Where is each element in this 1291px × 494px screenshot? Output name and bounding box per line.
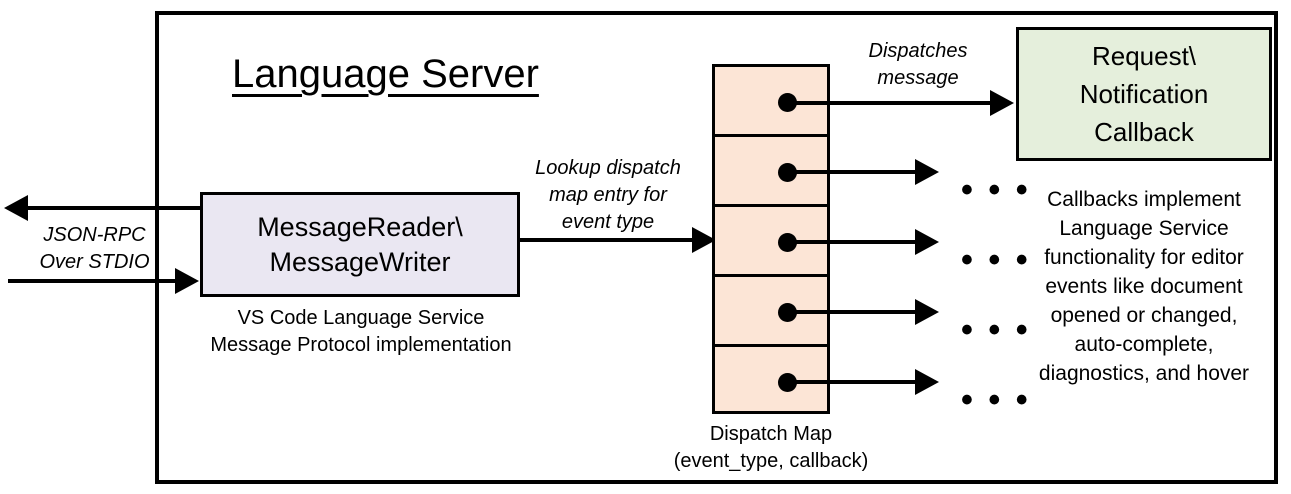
callbacks-description-caption: Callbacks implement Language Service fun…: [1038, 188, 1250, 385]
arrowhead-dispatch-row5: [915, 369, 939, 395]
dispatch-map-table[interactable]: [712, 64, 830, 414]
message-reader-writer-caption: VS Code Language Service Message Protoco…: [210, 307, 512, 356]
edge-label-dispatches: Dispatches message: [868, 40, 968, 89]
connector-outbound-line: [26, 206, 202, 210]
ellipsis-row5: • • •: [961, 381, 1031, 419]
connector-inbound-line: [8, 279, 178, 283]
arrowhead-dispatch-row3: [915, 229, 939, 255]
arrowhead-dispatch-row4: [915, 299, 939, 325]
arrowhead-outbound: [4, 195, 28, 221]
edge-label-json-rpc: JSON-RPC Over STDIO: [39, 224, 150, 273]
connector-dispatch-row3-line: [787, 240, 921, 244]
connector-dispatch-row2-line: [787, 170, 921, 174]
arrowhead-dispatch-row1: [990, 90, 1014, 116]
language-server-container: [155, 11, 1278, 484]
connector-lookup-line: [519, 238, 699, 242]
request-notification-callback-box[interactable]: Request\ Notification Callback: [1016, 27, 1272, 161]
connector-dispatch-row5-line: [787, 380, 921, 384]
arrowhead-inbound: [175, 268, 199, 294]
connector-dispatch-row4-line: [787, 310, 921, 314]
dispatch-map-caption: Dispatch Map (event_type, callback): [673, 423, 869, 472]
message-reader-writer-box[interactable]: MessageReader\ MessageWriter: [200, 192, 520, 297]
page-title: Language Server: [232, 52, 539, 96]
request-notification-callback-label: Request\ Notification Callback: [1079, 41, 1209, 147]
connector-dispatch-row1-line: [787, 101, 996, 105]
message-reader-writer-label: MessageReader\ MessageWriter: [257, 211, 463, 277]
edge-label-lookup: Lookup dispatch map entry for event type: [535, 157, 681, 233]
arrowhead-dispatch-row2: [915, 159, 939, 185]
